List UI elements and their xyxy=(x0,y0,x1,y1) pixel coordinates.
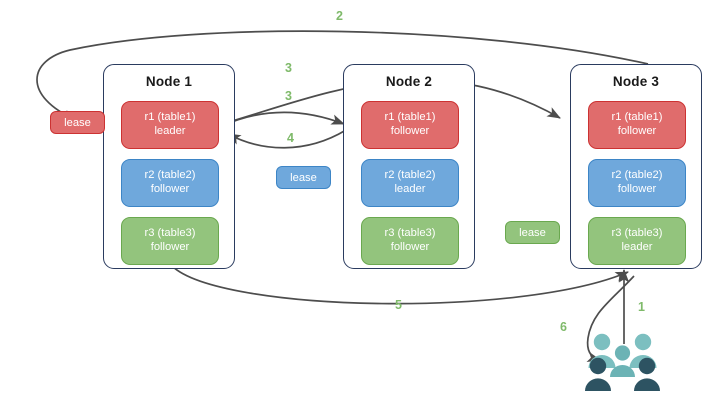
replica-node3-r1[interactable]: r1 (table1) follower xyxy=(588,101,686,149)
people-front-row xyxy=(585,357,660,391)
replica-node2-r3[interactable]: r3 (table3) follower xyxy=(361,217,459,265)
node-card-node-3[interactable]: Node 3 r1 (table1) follower r2 (table2) … xyxy=(570,64,702,269)
replica-role: follower xyxy=(390,241,430,253)
clients-group-icon xyxy=(585,330,663,397)
replica-node2-r2[interactable]: r2 (table2) leader xyxy=(361,159,459,207)
replica-role: follower xyxy=(150,241,190,253)
edge-step-4 xyxy=(227,129,347,149)
replica-role: follower xyxy=(617,125,657,137)
node-title: Node 1 xyxy=(145,74,193,89)
replica-node1-r1[interactable]: r1 (table1) leader xyxy=(121,101,219,149)
step-label-3b: 3 xyxy=(285,89,292,103)
replica-node3-r2[interactable]: r2 (table2) follower xyxy=(588,159,686,207)
replica-name: r1 (table1) xyxy=(144,111,196,124)
replica-role: follower xyxy=(150,183,190,195)
node-card-node-1[interactable]: Node 1 r1 (table1) leader r2 (table2) fo… xyxy=(103,64,235,269)
step-label-5: 5 xyxy=(395,298,402,312)
replica-role: follower xyxy=(617,183,657,195)
replica-name: r2 (table2) xyxy=(144,169,196,182)
replica-name: r3 (table3) xyxy=(384,227,436,240)
replica-name: r1 (table1) xyxy=(384,111,436,124)
replica-node1-r2[interactable]: r2 (table2) follower xyxy=(121,159,219,207)
node-title: Node 3 xyxy=(612,74,660,89)
step-label-2: 2 xyxy=(336,9,343,23)
step-label-3a: 3 xyxy=(285,61,292,75)
lease-badge-r3[interactable]: lease xyxy=(505,221,560,244)
replica-name: r2 (table2) xyxy=(384,169,436,182)
edge-step-6 xyxy=(586,275,635,363)
node-title: Node 2 xyxy=(385,74,433,89)
replica-name: r1 (table1) xyxy=(611,111,663,124)
replica-role: leader xyxy=(621,241,653,253)
step-label-1: 1 xyxy=(638,300,645,314)
people-middle-figure xyxy=(610,345,635,377)
replica-name: r3 (table3) xyxy=(611,227,663,240)
lease-label: lease xyxy=(290,171,317,184)
replica-node3-r3[interactable]: r3 (table3) leader xyxy=(588,217,686,265)
edge-step-5 xyxy=(171,265,629,305)
replica-name: r2 (table2) xyxy=(611,169,663,182)
lease-label: lease xyxy=(64,116,91,129)
lease-label: lease xyxy=(519,226,546,239)
step-label-4: 4 xyxy=(287,131,294,145)
node-card-node-2[interactable]: Node 2 r1 (table1) follower r2 (table2) … xyxy=(343,64,475,269)
lease-badge-r2[interactable]: lease xyxy=(276,166,331,189)
replica-name: r3 (table3) xyxy=(144,227,196,240)
lease-badge-r1[interactable]: lease xyxy=(50,111,105,134)
replica-node2-r1[interactable]: r1 (table1) follower xyxy=(361,101,459,149)
people-icon-svg xyxy=(585,333,660,391)
replica-role: leader xyxy=(394,183,426,195)
replica-node1-r3[interactable]: r3 (table3) follower xyxy=(121,217,219,265)
edge-step-3-to-node2 xyxy=(221,111,345,127)
replica-role: follower xyxy=(390,125,430,137)
step-label-6: 6 xyxy=(560,320,567,334)
edge-step-2 xyxy=(36,30,649,121)
replica-role: leader xyxy=(154,125,186,137)
